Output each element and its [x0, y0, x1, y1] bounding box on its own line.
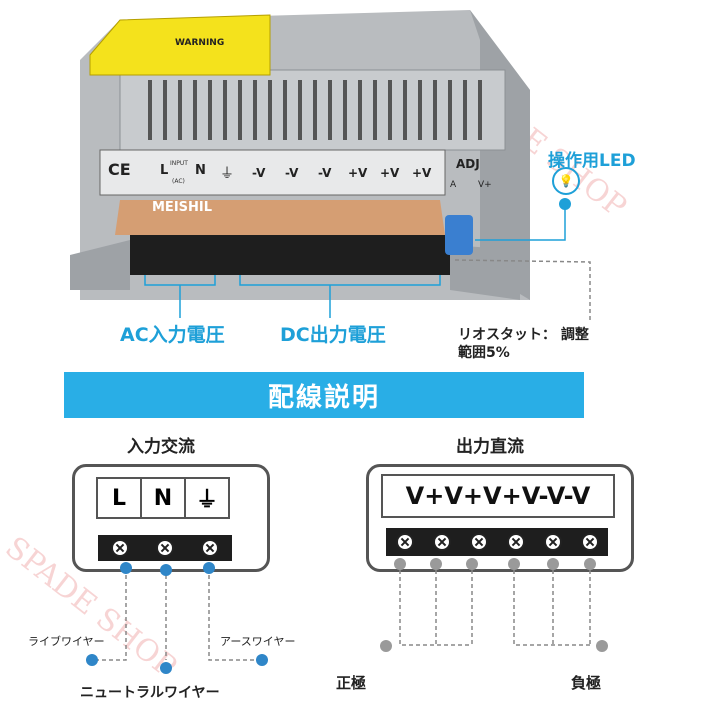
positive-label: 正極	[336, 674, 367, 692]
ground-symbol-icon: ⏚	[220, 166, 234, 182]
led-dot	[559, 198, 571, 210]
input-diagram-title: 入力交流	[127, 437, 195, 457]
output-dot-3	[466, 558, 478, 570]
output-dot-4	[508, 558, 520, 570]
rheostat-callout-line1: リオスタット： 調整	[458, 327, 589, 343]
output-dot-1	[394, 558, 406, 570]
negative-dot	[596, 640, 608, 652]
screw-v2	[432, 533, 451, 551]
output-dot-2	[430, 558, 442, 570]
input-label-n: N	[142, 477, 186, 519]
positive-dot	[380, 640, 392, 652]
adj-v-label: V+	[478, 180, 492, 190]
input-label-row: L N ⏚	[96, 477, 230, 519]
terminal-label-1: -V	[252, 166, 266, 180]
rheostat-callout-line2: 範囲5%	[458, 345, 510, 361]
panel-input-label: INPUT	[170, 160, 188, 167]
earth-wire-dot	[256, 654, 268, 666]
panel-l-label: L	[160, 163, 169, 178]
screw-v4	[506, 533, 525, 551]
terminal-label-4: +V	[348, 166, 368, 180]
wiring-banner: 配線説明	[64, 372, 584, 418]
output-wiring-lines	[399, 563, 591, 646]
input-dot-ground	[203, 562, 215, 574]
earth-wire-label: アースワイヤー	[220, 635, 296, 648]
neutral-wire-dot	[160, 662, 172, 674]
screw-v3	[469, 533, 488, 551]
live-wire-label: ライブワイヤー	[28, 635, 105, 648]
ground-icon: ⏚	[186, 477, 230, 519]
screw-v1	[395, 533, 414, 551]
screw-ground	[200, 539, 219, 557]
input-screw-strip	[98, 535, 232, 561]
led-callout: 操作用LED	[548, 151, 636, 171]
input-dot-n	[160, 564, 172, 576]
output-label-box: V+V+V+V-V-V	[381, 474, 615, 518]
screw-n	[155, 539, 174, 557]
output-dot-5	[547, 558, 559, 570]
neutral-wire-label: ニュートラルワイヤー	[80, 685, 220, 701]
dc-output-callout: DC出力電圧	[280, 324, 386, 346]
vent-slots	[148, 80, 482, 140]
input-label-l: L	[96, 477, 142, 519]
ce-mark: CE	[108, 160, 131, 179]
screw-l	[111, 539, 130, 557]
adj-label: ADJ	[456, 157, 480, 171]
screw-v6	[580, 533, 599, 551]
panel-n-label: N	[195, 163, 206, 178]
output-diagram-title: 出力直流	[456, 437, 524, 457]
adj-a-label: A	[450, 180, 457, 190]
output-screw-strip	[386, 528, 608, 556]
negative-label: 負極	[571, 674, 602, 692]
terminal-label-6: +V	[412, 166, 432, 180]
input-wiring-lines	[92, 568, 262, 661]
warning-label: WARNING	[175, 38, 225, 48]
panel-ac-label: (AC)	[172, 178, 185, 185]
led-bulb-icon: 💡	[552, 167, 580, 195]
power-supply-photo	[70, 10, 591, 320]
input-dot-l	[120, 562, 132, 574]
ac-input-callout: AC入力電圧	[120, 324, 225, 346]
terminal-label-3: -V	[318, 166, 332, 180]
brand-label: MEISHIL	[152, 200, 213, 215]
terminal-label-2: -V	[285, 166, 299, 180]
screw-v5	[543, 533, 562, 551]
terminal-label-5: +V	[380, 166, 400, 180]
output-dot-6	[584, 558, 596, 570]
live-wire-dot	[86, 654, 98, 666]
